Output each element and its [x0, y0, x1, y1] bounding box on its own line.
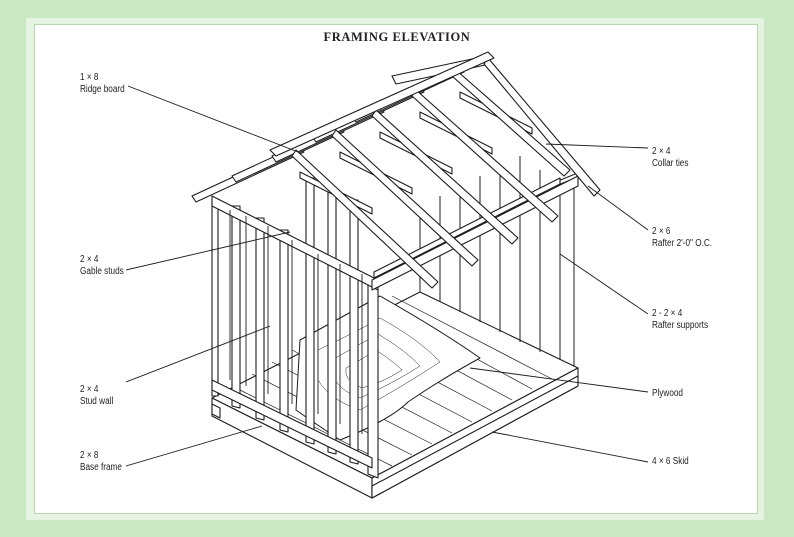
label-rafter-supports-size: 2 - 2 × 4: [652, 308, 683, 319]
label-rafter-name: Rafter 2'-0" O.C.: [652, 238, 713, 249]
ridge-board: [269, 51, 495, 157]
label-base-frame-name: Base frame: [80, 462, 122, 473]
label-stud-wall: 2 × 4 Stud wall: [80, 384, 113, 408]
side-wall: [229, 210, 363, 434]
label-rafter-supports: 2 - 2 × 4 Rafter supports: [652, 308, 708, 332]
diagram-title: FRAMING ELEVATION: [323, 30, 471, 44]
label-gable-studs: 2 × 4 Gable studs: [80, 254, 124, 278]
leader-lines: [125, 85, 649, 467]
label-ridge-board-size: 1 × 8: [80, 72, 99, 83]
rafter-supports: [371, 175, 579, 291]
label-rafter-supports-name: Rafter supports: [652, 320, 709, 331]
label-rafter: 2 × 6 Rafter 2'-0" O.C.: [652, 226, 712, 250]
label-base-frame-size: 2 × 8: [80, 450, 99, 461]
label-rafter-size: 2 × 6: [652, 226, 671, 237]
label-collar-ties: 2 × 4 Collar ties: [652, 146, 688, 170]
label-collar-ties-size: 2 × 4: [652, 146, 671, 157]
label-ridge-board-name: Ridge board: [80, 84, 125, 95]
label-skid-name: 4 × 6 Skid: [652, 456, 689, 467]
rafters: [191, 55, 601, 289]
label-collar-ties-name: Collar ties: [652, 158, 689, 169]
label-stud-wall-size: 2 × 4: [80, 384, 99, 395]
label-skid: 4 × 6 Skid: [652, 456, 689, 468]
label-stud-wall-name: Stud wall: [80, 396, 114, 407]
skid: [211, 375, 579, 499]
label-gable-studs-name: Gable studs: [80, 266, 124, 277]
plywood-sheet: [295, 295, 481, 441]
label-ridge-board: 1 × 8 Ridge board: [80, 72, 125, 96]
label-gable-studs-size: 2 × 4: [80, 254, 99, 265]
label-plywood: Plywood: [652, 388, 683, 400]
label-plywood-name: Plywood: [652, 388, 684, 399]
label-base-frame: 2 × 8 Base frame: [80, 450, 122, 474]
